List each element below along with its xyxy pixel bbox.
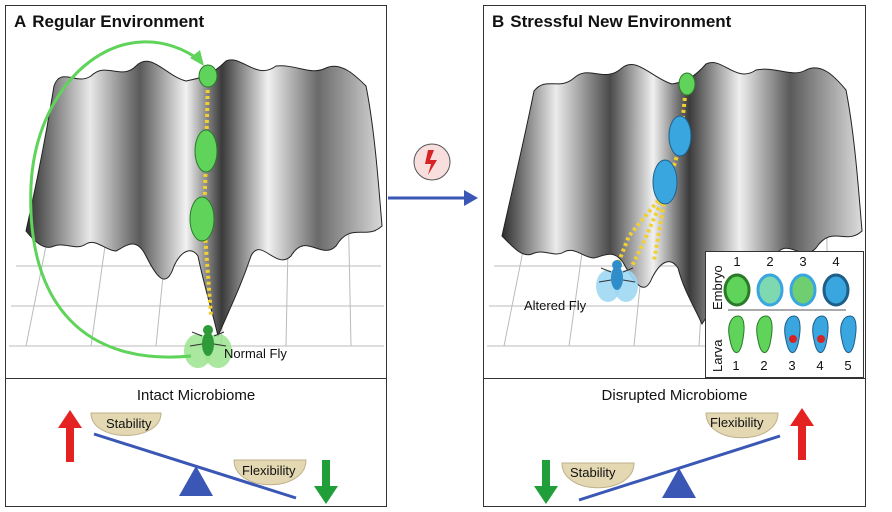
- seesaw-beam-b: [578, 434, 781, 502]
- microbiome-title-b: Disrupted Microbiome: [601, 387, 748, 404]
- embryo-number: 1: [733, 254, 741, 269]
- development-path-a: [201, 77, 213, 317]
- embryo-number: 3: [799, 254, 807, 269]
- flexibility-label-a: Flexibility: [242, 463, 296, 478]
- life-cycle-arrowhead-a: [190, 50, 204, 66]
- down-arrow-icon: [534, 460, 558, 504]
- lightning-bolt-icon: [425, 150, 437, 175]
- development-path-b-main: [652, 85, 688, 262]
- seesaw-a: [58, 410, 338, 504]
- panel-b-divider: [484, 378, 865, 379]
- panel-b-title-text: Stressful New Environment: [510, 12, 732, 31]
- panel-a-title: A Regular Environment: [14, 12, 204, 32]
- embryo-larva-drawings: [723, 273, 857, 353]
- flexibility-label-b: Flexibility: [710, 415, 764, 430]
- development-path-b-branch-1: [617, 189, 668, 262]
- panel-a-divider: [6, 378, 386, 379]
- larva-number: 5: [844, 358, 852, 373]
- cell-stage-3-a: [189, 196, 215, 242]
- larva-number: 4: [816, 358, 824, 373]
- life-cycle-arrow-a: [29, 40, 202, 359]
- epigenetic-landscape-a: [9, 40, 384, 368]
- fulcrum-a: [179, 466, 213, 496]
- stability-label-b: Stability: [570, 465, 616, 480]
- seesaw-beam-a: [93, 432, 297, 500]
- flexibility-dish-b: [705, 412, 779, 439]
- panel-a-letter: A: [14, 12, 27, 31]
- larva-number: 2: [760, 358, 768, 373]
- flexibility-dish-a: [233, 459, 307, 486]
- development-path-b-branch-2: [630, 190, 668, 267]
- stability-dish-b: [561, 462, 635, 489]
- embryo-number: 4: [832, 254, 840, 269]
- microbiome-title-a: Intact Microbiome: [136, 387, 256, 404]
- cell-stage-1-b: [678, 72, 696, 96]
- normal-fly-label: Normal Fly: [224, 346, 287, 361]
- normal-fly-icon: [184, 325, 232, 368]
- altered-fly-icon: [596, 260, 638, 302]
- larva-icons: [728, 315, 857, 353]
- stability-dish-a: [90, 412, 162, 436]
- transition-arrow: [388, 143, 478, 206]
- panel-a-title-text: Regular Environment: [32, 12, 205, 31]
- altered-fly-label: Altered Fly: [524, 298, 587, 313]
- down-arrow-icon: [314, 460, 338, 504]
- stability-label-a: Stability: [106, 416, 152, 431]
- panel-b: B Stressful New Environment: [483, 5, 866, 507]
- embryo-number: 2: [766, 254, 774, 269]
- cell-stage-2-a: [194, 129, 218, 173]
- fulcrum-b: [662, 468, 696, 498]
- phenotype-inset: Embryo Larva 1 2 3 4 1 2: [705, 251, 864, 378]
- up-arrow-icon: [58, 410, 82, 462]
- cell-stage-3-b: [652, 159, 678, 205]
- larva-number: 3: [788, 358, 796, 373]
- embryo-icons: [723, 273, 850, 307]
- cell-stage-2-b: [668, 115, 692, 157]
- cell-stage-1-a: [198, 64, 218, 88]
- larva-number: 1: [732, 358, 740, 373]
- panel-a: A Regular Environment: [5, 5, 387, 507]
- up-arrow-icon: [790, 408, 814, 460]
- panel-b-title: B Stressful New Environment: [492, 12, 731, 32]
- seesaw-b: [534, 408, 814, 504]
- panel-b-letter: B: [492, 12, 505, 31]
